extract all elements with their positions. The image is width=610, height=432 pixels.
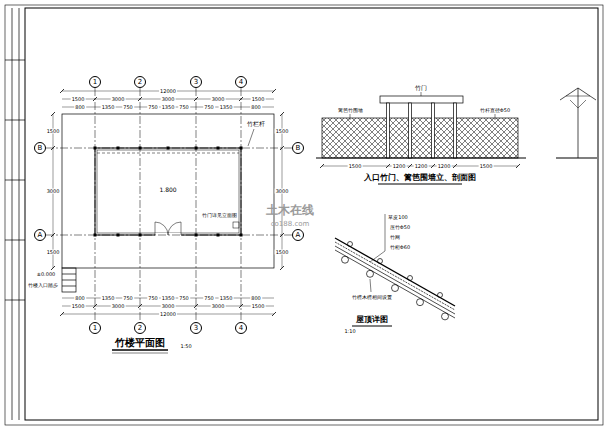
axis-number: A [296, 232, 301, 239]
dimension: 3000 [211, 97, 226, 102]
axis-bubble: 1 [89, 322, 101, 334]
dimension: 750 [122, 105, 134, 110]
axis-bubble: 1 [89, 76, 101, 88]
axis-number: 2 [138, 79, 142, 86]
dimension: 1200 [437, 164, 452, 169]
axis-number: 3 [194, 325, 198, 332]
drawing-title: 屋顶详图 [355, 316, 389, 324]
axis-bubble: B [292, 142, 304, 154]
dimension: 1500 [46, 250, 61, 255]
axis-line [140, 88, 141, 322]
dimension: 1200 [392, 164, 407, 169]
axis-bubble: B [34, 142, 46, 154]
axis-bubble: A [292, 229, 304, 241]
axis-bubble: A [34, 229, 46, 241]
note: 竹檩木檩相间设置 [351, 295, 393, 300]
dimension: 750 [147, 105, 159, 110]
part-label: 竹门 [414, 85, 428, 91]
dimension: 1500 [348, 164, 363, 169]
dimension: 750 [203, 105, 215, 110]
dimension: 1350 [219, 296, 234, 301]
dimension: 3000 [111, 304, 126, 309]
axis-number: B [296, 145, 301, 152]
dimension: 12000 [159, 312, 177, 317]
axis-bubble: 2 [134, 322, 146, 334]
dimension: 1500 [71, 97, 86, 102]
dimension: 1500 [71, 304, 86, 309]
layer-label: 竹桁Φ60 [389, 245, 411, 250]
dimension: 1350 [219, 105, 234, 110]
part-label: 篱笆竹围墙 [337, 108, 364, 113]
axis-number: B [38, 145, 43, 152]
dimension: 3000 [211, 304, 226, 309]
dimension: 1200 [414, 164, 429, 169]
axis-bubble: 4 [235, 322, 247, 334]
dimension: 3000 [46, 189, 61, 194]
axis-bubble: 3 [190, 322, 202, 334]
dimension: 800 [250, 105, 262, 110]
watermark: 土木在线 [265, 204, 315, 216]
dimension: 1350 [161, 105, 176, 110]
dimension: 1500 [251, 304, 266, 309]
axis-number: 2 [138, 325, 142, 332]
dimension: 1500 [46, 129, 61, 134]
layer-label: 竹网 [389, 235, 401, 240]
part-label: 竹杆直径Φ50 [479, 108, 511, 113]
axis-bubble: 2 [134, 76, 146, 88]
axis-line [196, 88, 197, 322]
axis-number: 1 [93, 79, 97, 86]
axis-number: 3 [194, 79, 198, 86]
dimension: 3000 [111, 97, 126, 102]
drawing-title: 入口竹门、篱笆围墙立、剖面图 [363, 174, 477, 182]
axis-line [46, 148, 292, 149]
dimension: 3000 [161, 97, 176, 102]
drawing-title: 竹楼平面图 [114, 338, 166, 348]
dimension: 3000 [161, 304, 176, 309]
dimension: 1350 [101, 105, 116, 110]
dimension: 750 [203, 296, 215, 301]
dimension: 1500 [275, 129, 290, 134]
axis-number: 1 [93, 325, 97, 332]
dimension: 800 [74, 105, 86, 110]
axis-number: 4 [239, 79, 243, 86]
dimension: 750 [147, 296, 159, 301]
dimension: 1500 [479, 164, 494, 169]
dimension: 1500 [251, 97, 266, 102]
elevation-mark: 1.800 [158, 187, 177, 193]
dimension: 800 [250, 296, 262, 301]
axis-bubble: 4 [235, 76, 247, 88]
dimension: 3000 [275, 189, 290, 194]
note: 竹楼入口踏步 [27, 283, 59, 288]
axis-line [46, 235, 292, 236]
dimension: 750 [178, 296, 190, 301]
axis-line [241, 88, 242, 322]
dimension: 1350 [101, 296, 116, 301]
axis-number: 4 [239, 325, 243, 332]
dimension: 1350 [161, 296, 176, 301]
dimension: 12000 [159, 89, 177, 94]
part-label: 竹栏杆 [246, 121, 266, 127]
dimension: 750 [178, 105, 190, 110]
elevation-mark: ±0.000 [36, 272, 57, 277]
note: 竹门详见立面图 [201, 213, 238, 218]
dimension: 1500 [275, 250, 290, 255]
layer-label: 压竹Φ50 [389, 225, 411, 230]
axis-line [95, 88, 96, 322]
layer-label: 草皮100 [387, 215, 409, 220]
scale-note: 1:50 [179, 344, 192, 349]
scale-note: 1:10 [343, 329, 356, 334]
watermark: co188.com [270, 221, 311, 228]
dimension: 750 [122, 296, 134, 301]
axis-number: A [38, 232, 43, 239]
dimension: 800 [74, 296, 86, 301]
axis-bubble: 3 [190, 76, 202, 88]
